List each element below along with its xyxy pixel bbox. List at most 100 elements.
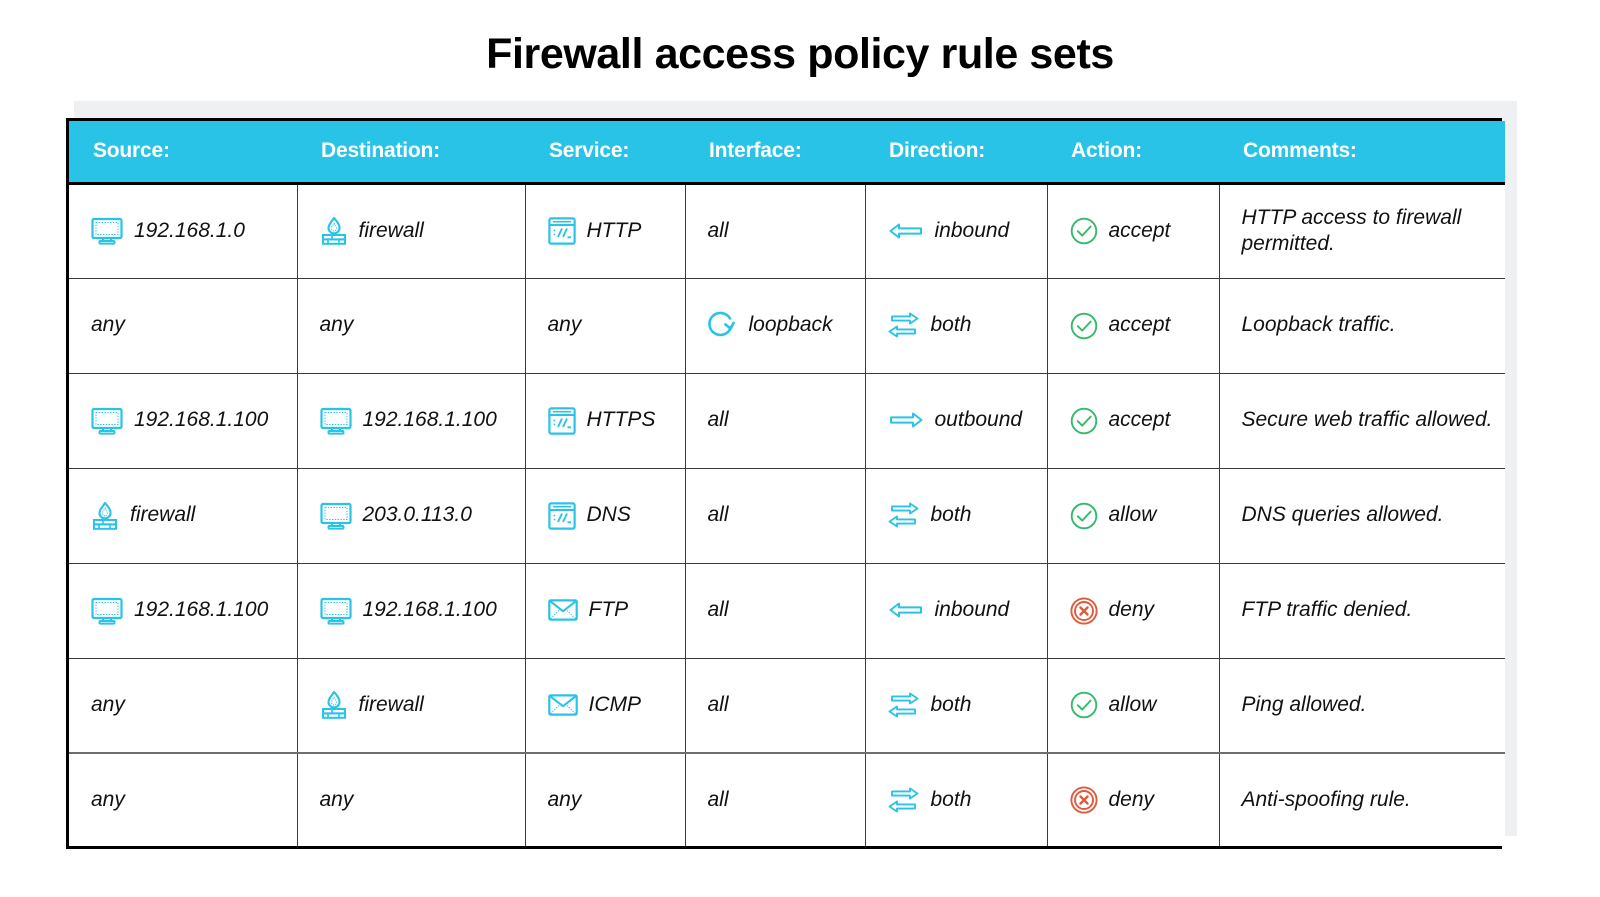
column-header-action[interactable]: Action: (1047, 121, 1219, 183)
check-circle-icon (1070, 691, 1098, 719)
source-text: 192.168.1.100 (134, 598, 269, 622)
cell-action: allow (1046, 657, 1220, 754)
cell-action: accept (1046, 372, 1220, 469)
cell-source: firewall (69, 467, 298, 564)
cell-direction: outbound (864, 372, 1048, 469)
envelope-icon (547, 598, 578, 622)
service-value-group: any (548, 312, 673, 338)
destination-value-group: 203.0.113.0 (319, 502, 513, 530)
cell-destination: firewall (296, 657, 526, 754)
arrows-both-icon (888, 502, 920, 529)
cell-service: any (524, 752, 686, 846)
cell-source: any (69, 657, 298, 754)
browser-window-icon (547, 501, 576, 530)
direction-text: outbound (934, 408, 1023, 432)
action-text: accept (1108, 313, 1171, 337)
action-text: allow (1108, 503, 1157, 527)
interface-text: all (707, 408, 729, 432)
browser-window-icon (547, 406, 576, 435)
direction-value-group: outbound (888, 407, 1035, 433)
source-value-group: any (91, 787, 285, 813)
direction-text: both (930, 693, 972, 717)
cell-action: accept (1046, 277, 1220, 374)
cell-service: any (524, 277, 686, 374)
column-header-service[interactable]: Service: (525, 121, 685, 183)
cell-action: deny (1046, 752, 1220, 846)
interface-text: all (707, 598, 729, 622)
direction-text: inbound (934, 598, 1010, 622)
destination-text: any (319, 313, 354, 337)
cell-direction: both (864, 467, 1048, 564)
cell-destination: any (296, 277, 526, 374)
monitor-icon (91, 597, 123, 625)
comments-text: Ping allowed. (1241, 693, 1367, 717)
firewall-icon (320, 216, 348, 246)
monitor-icon (319, 407, 352, 435)
direction-value-group: both (888, 692, 1035, 719)
x-circle-icon (1069, 596, 1098, 625)
column-header-source[interactable]: Source: (69, 121, 297, 183)
comments-text: DNS queries allowed. (1241, 503, 1444, 527)
cell-destination: 192.168.1.100 (296, 562, 526, 659)
cell-service: DNS (524, 467, 686, 564)
cell-destination: 203.0.113.0 (296, 467, 526, 564)
service-text: any (547, 313, 582, 337)
envelope-icon (547, 693, 578, 717)
cell-action: allow (1046, 467, 1220, 564)
column-header-comments[interactable]: Comments: (1219, 121, 1505, 183)
column-header-interface[interactable]: Interface: (685, 121, 865, 183)
cell-comments: Secure web traffic allowed. (1218, 372, 1505, 469)
browser-window-icon (547, 217, 576, 245)
cell-interface: all (684, 752, 866, 846)
firewall-icon (91, 501, 119, 531)
table-row[interactable]: firewall 203.0.113.0 DNS all both allow DNS qu… (69, 467, 1505, 564)
interface-text: all (707, 693, 729, 717)
interface-text: all (707, 787, 729, 811)
source-value-group: any (91, 692, 285, 718)
table-header: Source: Destination: Service: Interface:… (69, 121, 1505, 183)
cell-interface: all (684, 657, 866, 754)
interface-text: all (707, 503, 729, 527)
destination-text: 192.168.1.100 (362, 598, 497, 622)
destination-value-group: any (320, 787, 513, 813)
cell-service: ICMP (524, 657, 686, 754)
firewall-icon (320, 690, 348, 720)
x-circle-icon (1069, 786, 1098, 814)
action-text: accept (1108, 408, 1171, 432)
monitor-icon (319, 502, 352, 530)
interface-value-group: all (708, 787, 853, 813)
destination-value-group: 192.168.1.100 (319, 407, 513, 435)
check-circle-icon (1070, 502, 1098, 530)
table-row[interactable]: any firewall ICMP all both allow Ping allowed. (69, 657, 1505, 754)
service-text: HTTP (586, 218, 642, 242)
cell-interface: all (684, 182, 866, 279)
service-text: any (547, 787, 582, 811)
cell-action: deny (1046, 562, 1220, 659)
source-text: any (91, 787, 125, 811)
monitor-icon (91, 217, 123, 245)
cell-action: accept (1046, 182, 1220, 279)
direction-value-group: inbound (888, 218, 1035, 244)
interface-text: loopback (748, 313, 833, 337)
action-text: deny (1108, 787, 1155, 811)
cell-comments: Loopback traffic. (1218, 277, 1505, 374)
monitor-icon (91, 407, 123, 435)
cell-interface: all (684, 467, 866, 564)
direction-text: both (930, 313, 972, 337)
monitor-icon (319, 597, 352, 625)
column-header-destination[interactable]: Destination: (297, 121, 525, 183)
column-header-direction[interactable]: Direction: (865, 121, 1047, 183)
service-text: ICMP (588, 693, 642, 717)
cell-source: 192.168.1.0 (69, 182, 298, 279)
source-text: firewall (130, 503, 196, 527)
cell-service: HTTP (524, 182, 686, 279)
service-value-group: HTTPS (547, 406, 673, 435)
direction-text: both (930, 787, 972, 811)
direction-text: inbound (934, 218, 1010, 242)
cell-comments: Ping allowed. (1218, 657, 1505, 754)
